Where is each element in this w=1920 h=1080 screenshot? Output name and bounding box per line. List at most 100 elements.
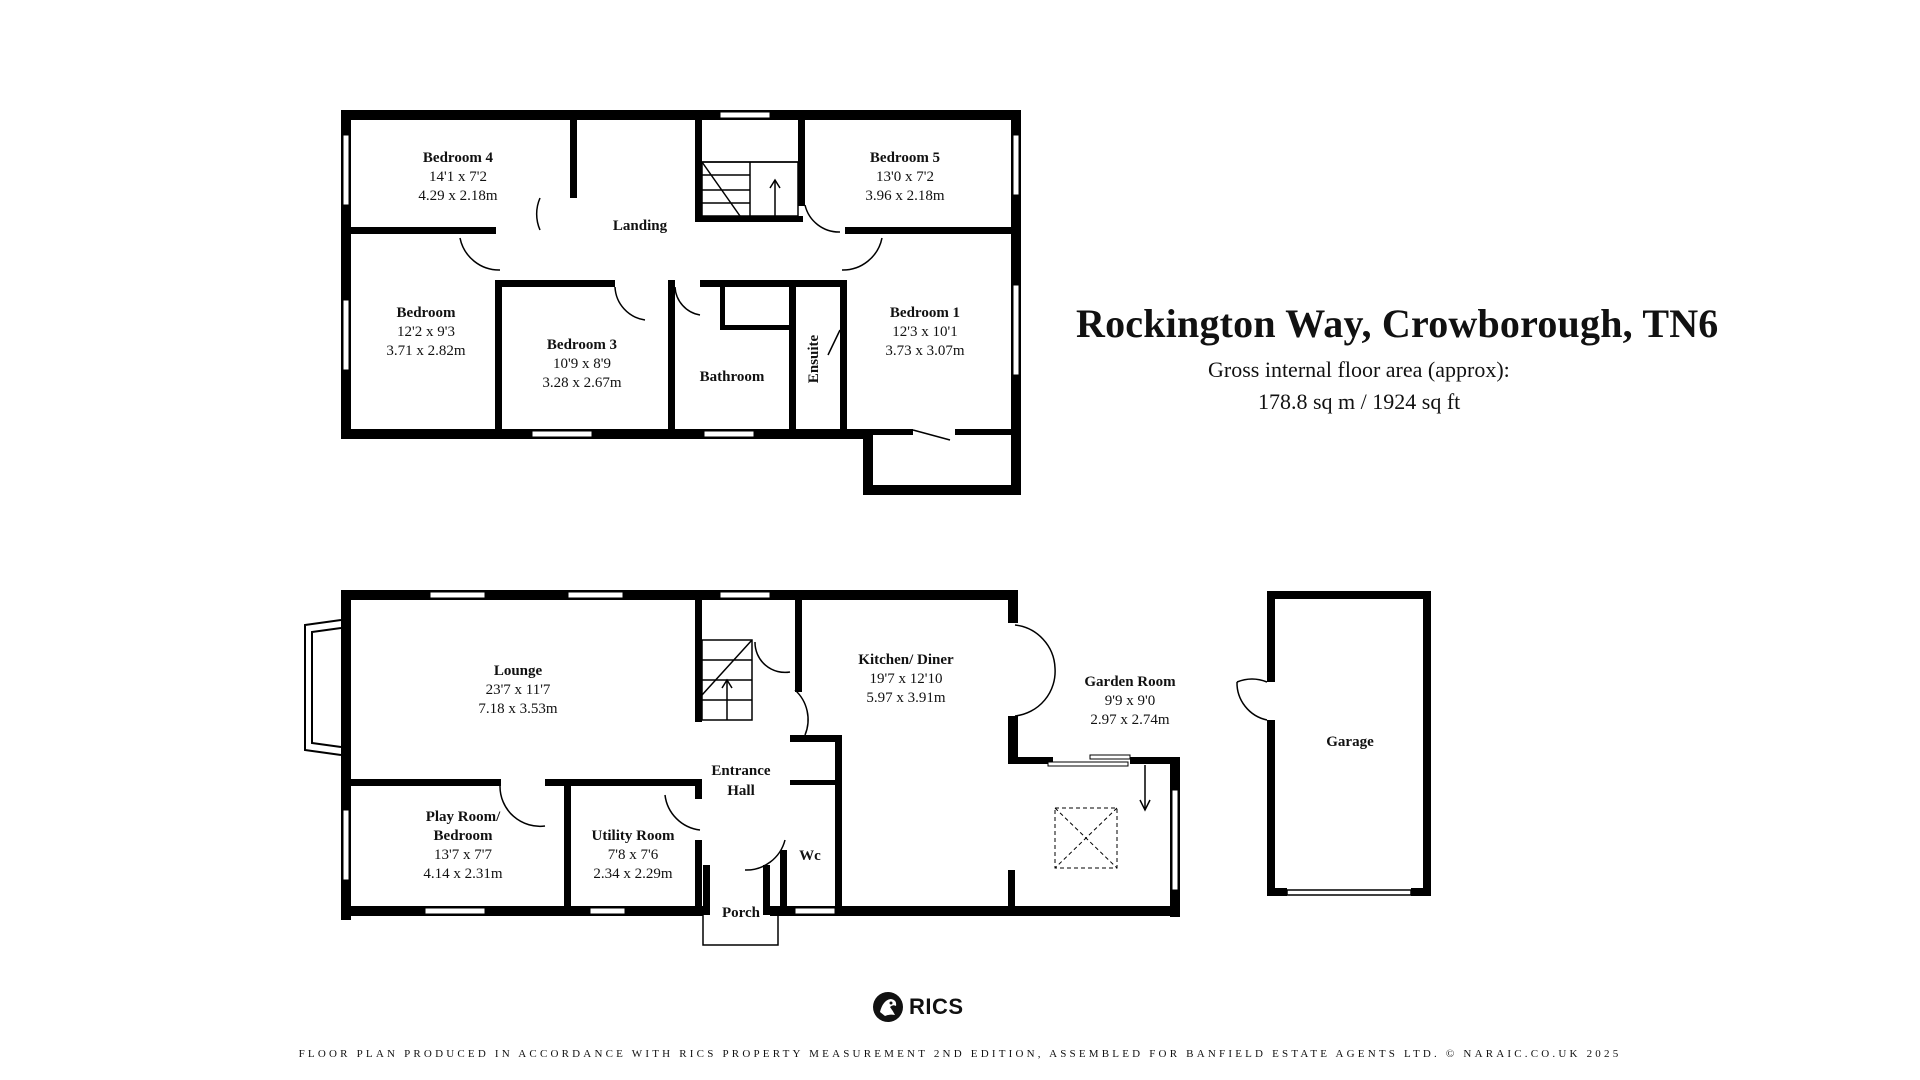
playroom-name: Play Room/ xyxy=(426,809,501,825)
stair-left-wall xyxy=(695,118,702,220)
bed3-imperial: 10'9 x 8'9 xyxy=(553,356,611,372)
upper-staircase xyxy=(701,161,799,217)
bed5-left-wall xyxy=(798,118,805,206)
garage-bottom-left xyxy=(1267,888,1287,896)
lounge-name: Lounge xyxy=(494,663,543,679)
ground-bottom-left-wall xyxy=(341,906,703,916)
hall-cupboard-wall xyxy=(790,780,840,785)
playroom-name-2: Bedroom xyxy=(434,828,493,844)
floor-area-value: 178.8 sq m / 1924 sq ft xyxy=(1258,389,1461,414)
kitchen-imperial: 19'7 x 12'10 xyxy=(870,671,943,687)
bedroom-imperial: 12'2 x 9'3 xyxy=(397,324,455,340)
bed4-metric: 4.29 x 2.18m xyxy=(418,188,498,204)
wc-name: Wc xyxy=(799,848,821,864)
bed4-bottom-wall xyxy=(341,227,496,234)
bed4-name: Bedroom 4 xyxy=(423,150,494,166)
bedroom-metric: 3.71 x 2.82m xyxy=(386,343,466,359)
utility-name: Utility Room xyxy=(592,828,675,844)
wc-left-wall xyxy=(780,850,787,910)
bedroom-top xyxy=(341,232,351,237)
wc-top-wall xyxy=(790,735,840,742)
rics-logo-text: RICS xyxy=(909,994,964,1019)
utility-right-wall xyxy=(695,840,702,910)
upper-top-wall xyxy=(341,110,1020,120)
garden-top-left-wall xyxy=(1008,757,1053,764)
ground-staircase xyxy=(701,639,753,721)
kitchen-left-wall-top xyxy=(795,592,802,692)
bathroom-name: Bathroom xyxy=(700,369,765,385)
garage-right-wall xyxy=(1423,591,1431,894)
bed5-imperial: 13'0 x 7'2 xyxy=(876,169,934,185)
ensuite-right-wall xyxy=(840,280,847,430)
bed3-name: Bedroom 3 xyxy=(547,337,617,353)
kitchen-left-wall-bottom xyxy=(835,735,842,910)
kitchen-name: Kitchen/ Diner xyxy=(858,652,954,668)
lounge-imperial: 23'7 x 11'7 xyxy=(486,682,551,698)
bath-top-wall xyxy=(700,280,800,287)
garden-room-imperial: 9'9 x 9'0 xyxy=(1105,693,1155,709)
porch-outline xyxy=(702,915,779,946)
playroom-metric: 4.14 x 2.31m xyxy=(423,866,503,882)
upper-left-wall xyxy=(341,110,351,438)
bed3-top-wall xyxy=(495,280,615,287)
porch-left-wall xyxy=(703,865,710,915)
utility-metric: 2.34 x 2.29m xyxy=(593,866,673,882)
bed4-right-wall xyxy=(570,118,577,198)
playroom-imperial: 13'7 x 7'7 xyxy=(434,847,492,863)
landing-name: Landing xyxy=(613,218,668,234)
bay-window xyxy=(304,619,342,756)
cupboard-left-wall xyxy=(863,429,873,495)
entrance-hall-name: Entrance xyxy=(711,763,771,779)
lounge-bottom-wall-a xyxy=(341,779,501,786)
ensuite-top-wall xyxy=(796,280,841,287)
porch-name: Porch xyxy=(722,905,761,921)
garden-left-wall xyxy=(1008,870,1015,910)
bed3-left-wall xyxy=(495,280,502,430)
bath-left-wall xyxy=(668,280,675,430)
bed1-metric: 3.73 x 3.07m xyxy=(885,343,965,359)
ground-doors xyxy=(499,624,1151,871)
bath-cupboard-bottom xyxy=(720,325,789,330)
garden-top-right-wall xyxy=(1130,757,1180,764)
kitchen-metric: 5.97 x 3.91m xyxy=(866,690,946,706)
cupboard-bottom-wall xyxy=(863,485,1021,495)
utility-right-top-wall xyxy=(695,779,702,799)
garage-door xyxy=(1236,678,1412,896)
kitchen-right-mid-wall xyxy=(1008,716,1018,761)
floor-area-caption: Gross internal floor area (approx): xyxy=(1208,357,1510,382)
porch-right-wall xyxy=(763,865,770,915)
stair-bottom-wall xyxy=(695,216,803,222)
stair-wall xyxy=(695,592,702,722)
skylight xyxy=(1054,807,1118,869)
rics-logo: RICS xyxy=(871,990,964,1024)
bed1-name: Bedroom 1 xyxy=(890,305,960,321)
garden-room-name: Garden Room xyxy=(1084,674,1176,690)
page-title: Rockington Way, Crowborough, TN6 xyxy=(1076,301,1719,346)
lounge-bottom-wall-b xyxy=(545,779,695,786)
footer-note: FLOOR PLAN PRODUCED IN ACCORDANCE WITH R… xyxy=(298,1048,1622,1060)
bed3-metric: 3.28 x 2.67m xyxy=(542,375,622,391)
bath-right-wall xyxy=(789,280,796,430)
cupboard-top-wall-2 xyxy=(955,429,1021,435)
lounge-metric: 7.18 x 3.53m xyxy=(478,701,558,717)
upper-doors xyxy=(459,197,951,441)
garage-bottom-right xyxy=(1411,888,1431,896)
bedroom-name: Bedroom xyxy=(397,305,456,321)
cupboard-top-wall xyxy=(863,429,913,435)
bath-cupboard-wall xyxy=(720,287,725,327)
ground-bottom-right-wall xyxy=(770,906,1180,916)
bed1-imperial: 12'3 x 10'1 xyxy=(892,324,957,340)
ground-left-wall xyxy=(341,590,351,920)
garage: Garage xyxy=(1236,591,1431,896)
garage-top-wall xyxy=(1267,591,1431,599)
bed5-metric: 3.96 x 2.18m xyxy=(865,188,945,204)
upper-bottom-wall xyxy=(341,429,873,439)
upper-floor: Bedroom 4 14'1 x 7'2 4.29 x 2.18m Landin… xyxy=(341,110,1021,495)
utility-imperial: 7'8 x 7'6 xyxy=(608,847,659,863)
ground-top-wall xyxy=(341,590,1018,600)
bed5-bottom-wall xyxy=(845,227,1015,234)
upper-windows xyxy=(342,111,1020,438)
garage-name: Garage xyxy=(1326,734,1374,750)
bed4-imperial: 14'1 x 7'2 xyxy=(429,169,487,185)
rics-lion-icon xyxy=(873,992,903,1022)
